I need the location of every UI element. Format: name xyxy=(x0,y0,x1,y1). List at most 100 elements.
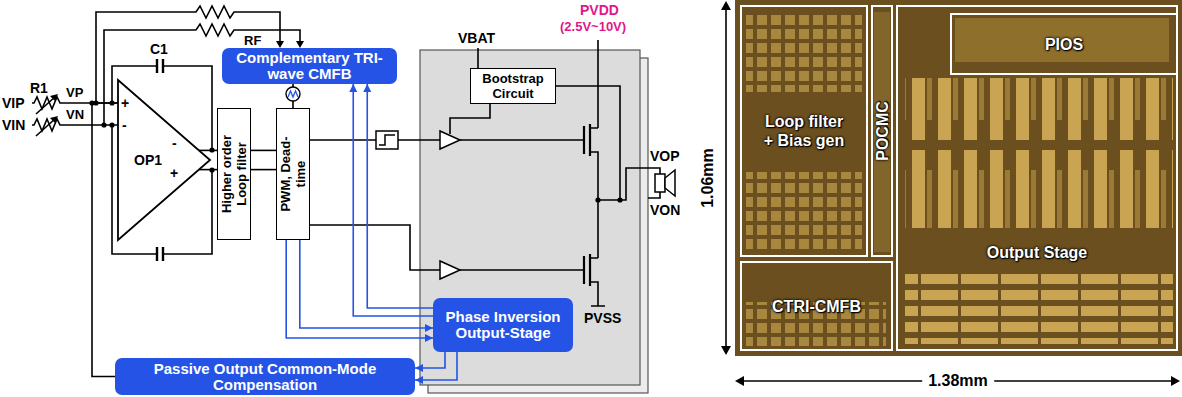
connector-line xyxy=(300,240,433,328)
speaker-symbol xyxy=(655,170,675,196)
arrowhead xyxy=(363,84,371,92)
signal-label: VON xyxy=(650,202,680,218)
op-amp-symbol xyxy=(118,80,210,240)
transistor-symbol xyxy=(584,124,590,286)
polarity-sign: + xyxy=(121,95,129,111)
wire xyxy=(556,86,620,200)
connector xyxy=(415,352,457,384)
output-stage-housing xyxy=(420,50,648,393)
arrowhead xyxy=(50,94,58,101)
dimension-label: 1.38mm xyxy=(922,372,994,390)
pin-label: VIP xyxy=(2,95,25,111)
polarity-sign: - xyxy=(172,135,177,151)
signal-label: VN xyxy=(66,107,84,122)
connector-line xyxy=(415,352,457,380)
wire xyxy=(598,168,660,200)
node-text: CTRI-CMFB xyxy=(772,297,861,316)
compensation-block: Passive Output Common-Mode Compensation xyxy=(115,358,415,395)
op-amp-symbol xyxy=(118,80,210,240)
polarity-sign: - xyxy=(122,117,127,133)
connector-line xyxy=(292,84,294,87)
dimension-arrow xyxy=(721,1,731,10)
driver-symbol xyxy=(440,261,460,279)
die-region: Output StagePIOS xyxy=(896,5,1178,351)
driver-symbol xyxy=(440,131,460,149)
pwm-block: PWM, Dead-time xyxy=(276,108,310,240)
signal-label: VOP xyxy=(650,148,680,164)
junction-dot xyxy=(101,122,106,127)
speaker-symbol xyxy=(665,170,675,196)
connector-line xyxy=(292,101,294,108)
connector xyxy=(251,150,276,169)
junction-dot xyxy=(617,197,622,202)
node-text: Complementary TRI-wave CMFB xyxy=(226,50,393,82)
arrowhead xyxy=(415,364,423,372)
die-photo xyxy=(746,172,862,252)
driver-symbol xyxy=(376,131,460,279)
node-text: OP1 xyxy=(134,152,162,168)
arrowhead xyxy=(349,84,357,92)
connector xyxy=(349,84,433,316)
connector-line xyxy=(286,240,433,338)
wire xyxy=(590,40,605,306)
node-text: PWM, Dead-time xyxy=(278,129,308,219)
die-photo xyxy=(905,272,1173,344)
node-text: PIOS xyxy=(1045,35,1083,54)
connector-line xyxy=(92,103,118,377)
junction-dot xyxy=(109,122,114,127)
junction-dot xyxy=(595,197,600,202)
component-label: R1 xyxy=(30,80,48,96)
arrowhead xyxy=(425,334,433,342)
die-photo xyxy=(746,12,862,92)
wire xyxy=(310,225,440,270)
arrowhead xyxy=(296,41,304,48)
node-text: Passive Output Common-Mode Compensation xyxy=(119,361,411,393)
wire xyxy=(460,140,584,270)
connector-line xyxy=(251,169,276,171)
triangle-wave-symbol xyxy=(288,91,298,97)
connector-line xyxy=(353,84,433,316)
connector-line xyxy=(367,84,433,308)
driver-symbol xyxy=(379,135,395,145)
supply-label: PVDD xyxy=(580,2,619,18)
dimension-arrow xyxy=(725,6,727,350)
component-label: C1 xyxy=(150,41,168,57)
cmfb-block: Complementary TRI-wave CMFB xyxy=(222,48,397,84)
connector xyxy=(286,240,433,342)
arrowhead xyxy=(276,41,284,48)
die-photo xyxy=(735,0,1182,356)
die-photo xyxy=(905,78,1173,228)
die-region: CTRI-CMFB xyxy=(740,261,893,351)
die-photo xyxy=(955,18,1169,62)
arrowhead xyxy=(50,116,58,123)
signal-label: VP xyxy=(66,85,83,100)
supply-label: PVSS xyxy=(584,310,621,326)
dimension-arrow xyxy=(721,346,731,355)
dimension-arrow xyxy=(721,1,1180,386)
output-stage-housing xyxy=(420,50,640,385)
transistor-symbol xyxy=(584,124,590,286)
connector-line xyxy=(251,150,276,152)
wire xyxy=(450,104,490,134)
node-text: Bootstrap Circuit xyxy=(474,71,552,101)
wire xyxy=(477,48,479,68)
node-text: POCMC xyxy=(873,31,892,231)
die-photo xyxy=(735,0,1182,356)
arrowhead xyxy=(425,324,433,332)
node-text: Loop filter + Bias gen xyxy=(760,112,848,150)
dimension-label: 1.06mm xyxy=(699,148,717,208)
node-text: Higher order Loop filter xyxy=(219,124,249,224)
die-region: POCMC xyxy=(871,5,893,257)
supply-range: (2.5V~10V) xyxy=(560,19,626,34)
connector xyxy=(92,103,118,377)
dimension-arrow xyxy=(735,376,744,386)
triangle-wave-symbol xyxy=(286,87,300,101)
wire xyxy=(310,139,440,141)
connector-line xyxy=(415,352,445,368)
die-region: Loop filter + Bias gen xyxy=(740,5,868,257)
dimension-arrow xyxy=(1171,376,1180,386)
op-amp: OP1 xyxy=(118,80,210,240)
